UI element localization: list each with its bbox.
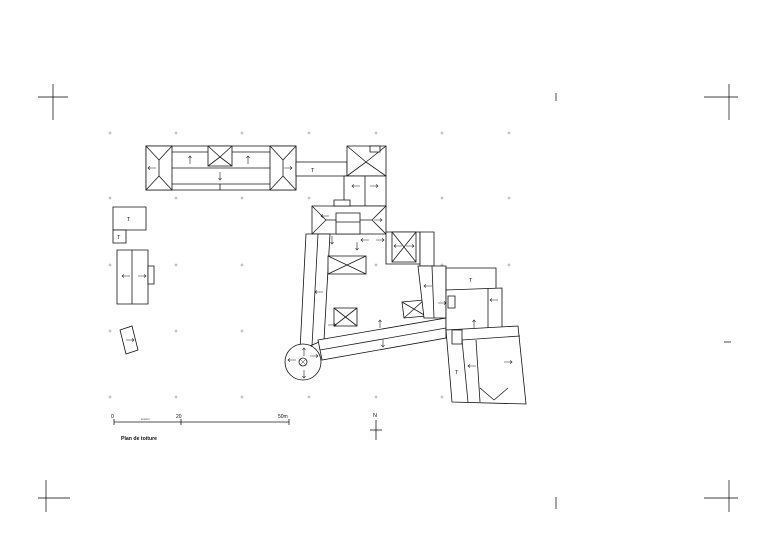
slope-arrow-icon: [472, 319, 476, 328]
slope-arrow-icon: [126, 338, 135, 342]
slope-arrow-icon: [351, 184, 360, 188]
plan-title: Plan de toiture: [121, 436, 157, 442]
west-range: [299, 233, 367, 351]
north-west-wing: [145, 145, 297, 191]
slope-arrow-icon: [188, 155, 192, 164]
north-pavilion: [343, 145, 387, 207]
slope-arrow-icon: [138, 274, 147, 278]
south-range: [317, 299, 447, 361]
slope-arrow-icon: [302, 347, 306, 356]
slope-arrow-icon: [376, 238, 385, 242]
scale-unit-text: environ: [141, 417, 150, 421]
slope-arrow-icon: [378, 319, 382, 328]
slope-arrow-icon: [314, 290, 323, 294]
scale-tick-50: 50m: [278, 414, 288, 420]
detached-buildings: T T: [112, 206, 155, 355]
slope-arrow-icon: [374, 218, 383, 222]
north-connector: T: [295, 161, 348, 177]
slope-arrow-icon: [302, 370, 306, 379]
slope-arrow-icon: [284, 166, 293, 170]
east-range: T: [385, 231, 503, 331]
slope-arrow-icon: [328, 323, 337, 327]
slope-arrow-icon: [406, 244, 415, 248]
slope-arrow-icon: [218, 172, 222, 181]
slope-arrow-icon: [320, 214, 329, 218]
slope-arrow-icon: [310, 354, 319, 358]
slope-arrow-icon: [393, 244, 402, 248]
tower-label: T: [455, 370, 459, 376]
slope-arrow-icon: [370, 184, 379, 188]
scale-bar: 0 20 50m environ: [111, 414, 290, 425]
slope-arrow-icon: [504, 360, 513, 364]
slope-arrow-icon: [438, 301, 447, 305]
scale-tick-0: 0: [111, 414, 114, 420]
slope-arrow-icon: [121, 274, 130, 278]
slope-arrow-icon: [287, 358, 296, 362]
slope-arrow-icon: [467, 364, 476, 368]
crop-marks: [38, 84, 738, 512]
slope-arrow-icon: [381, 339, 385, 348]
tower-label: T: [127, 217, 131, 223]
north-arrow: N: [370, 413, 382, 440]
scale-tick-20: 20: [176, 414, 182, 420]
slope-arrow-icon: [489, 298, 498, 302]
south-east-block: T: [445, 325, 527, 405]
tower-label: T: [469, 278, 473, 284]
slope-arrow-icon: [355, 242, 359, 251]
slope-arrow-icon: [246, 155, 250, 164]
tower-label: T: [117, 235, 121, 241]
round-tower: [284, 343, 322, 381]
slope-arrow-icon: [330, 236, 334, 245]
slope-arrow-icon: [423, 284, 432, 288]
tower-label: T: [311, 168, 315, 174]
slope-arrow-icon: [360, 238, 369, 242]
slope-arrow-icon: [147, 166, 156, 170]
slope-arrows: [121, 155, 513, 379]
north-label: N: [373, 413, 377, 419]
